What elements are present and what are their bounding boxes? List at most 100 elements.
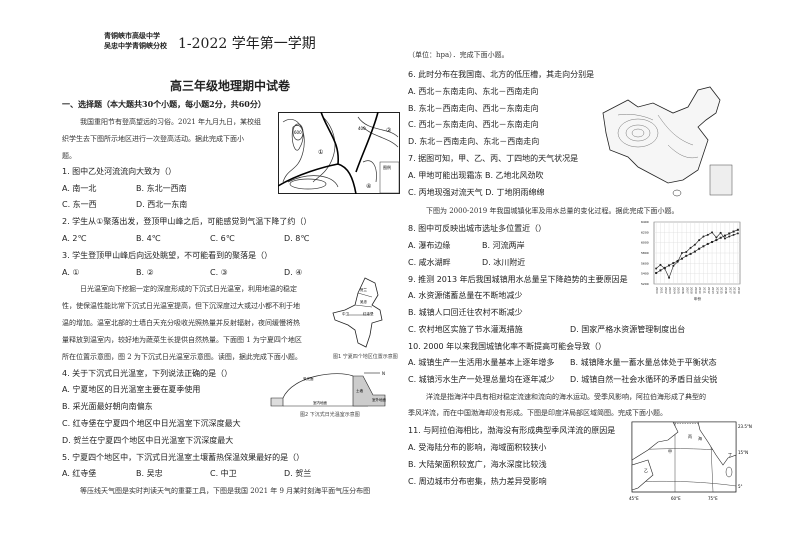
data-point bbox=[672, 262, 675, 265]
passage-text: 洋流是指海洋中具有相对稳定流速和流向的海水运动。受季风影响，阿拉伯海形成了典型的 bbox=[426, 393, 706, 401]
answer-option: C. 咸水湖畔 bbox=[408, 258, 451, 267]
settlement-2-label: ② bbox=[386, 127, 392, 134]
school-name-2: 吴忠中学青铜峡分校 bbox=[104, 42, 167, 50]
data-point bbox=[680, 257, 683, 260]
x-tick-label: 2016 bbox=[724, 287, 728, 294]
data-point bbox=[685, 250, 688, 253]
question-stem: 2. 学生从①聚落出发，登顶甲山峰之后，可能感觉到气温下降了约（） bbox=[62, 217, 312, 226]
section-heading: 一、选择题（本大题共30个小题，每小题2分，共60分） bbox=[62, 99, 266, 109]
answer-option: D. 东北－西南走向、东北－西南走向 bbox=[408, 137, 540, 146]
data-point bbox=[702, 235, 705, 238]
answer-option: B. ② bbox=[136, 268, 154, 277]
question-stem: 1. 图中乙处河流流向大致为（） bbox=[62, 167, 177, 176]
data-point bbox=[732, 230, 735, 233]
data-point bbox=[715, 239, 718, 242]
figure2-caption: 图2 下沉式日光温室示意图 bbox=[300, 412, 360, 418]
answer-option: C. 西北－东南走向、西北－东南走向 bbox=[408, 120, 539, 129]
answer-option: D. 8℃ bbox=[284, 234, 310, 243]
answer-option: A. 甲地可能出现霜冻 B. 乙地北风劲吹 bbox=[408, 171, 544, 180]
question-stem: 11. 与阿拉伯海相比，渤海没有形成典型季风洋流的原因是 bbox=[408, 426, 616, 435]
data-point bbox=[736, 228, 739, 231]
answer-option: C. 丙地现强对流天气 D. 丁地阴雨绵绵 bbox=[408, 188, 545, 197]
lon-label: 75°E bbox=[708, 496, 718, 501]
north-label: N bbox=[382, 371, 385, 376]
data-point bbox=[723, 237, 726, 240]
x-tick-label: 2006 bbox=[681, 287, 685, 294]
answer-option: D. ④ bbox=[284, 268, 303, 277]
answer-option: B. 城镇人口回迁往农村不断减少 bbox=[408, 308, 523, 317]
label-outdoor-ground: 室外地面 bbox=[372, 397, 386, 402]
label-hongsibao: 红寺堡 bbox=[363, 311, 374, 316]
ningxia-map-figure: 贺兰 吴忠 中卫 红寺堡 bbox=[332, 277, 383, 348]
data-point bbox=[711, 241, 714, 244]
settlement-1-label: ① bbox=[318, 149, 323, 156]
x-tick-label: 2004 bbox=[672, 287, 676, 294]
answer-option: A. ① bbox=[62, 268, 80, 277]
x-tick-label: 2003 bbox=[668, 287, 672, 294]
answer-option: C. 周边城市分布密集，热力差异受影响 bbox=[408, 477, 547, 486]
data-point bbox=[728, 235, 731, 238]
answer-option: D. 冰川附近 bbox=[482, 258, 526, 267]
data-point bbox=[685, 254, 688, 257]
contour-label: 400 bbox=[358, 126, 366, 131]
label-yi: 乙 bbox=[644, 467, 648, 473]
data-point bbox=[711, 231, 714, 234]
label-wuzhong: 吴忠 bbox=[360, 300, 368, 304]
answer-option: C. ③ bbox=[210, 268, 228, 277]
passage-text: 等压线天气图是实时判读天气的重要工具，下图是我国 2021 年 9 月某时刻海平… bbox=[80, 487, 371, 495]
data-point bbox=[702, 245, 705, 248]
data-point bbox=[728, 232, 731, 235]
answer-option: D. 城镇自然一社会水循环的矛盾日益尖锐 bbox=[570, 375, 718, 384]
data-point bbox=[693, 250, 696, 253]
lat-label: 23.5°N bbox=[738, 424, 752, 429]
contour-map-figure: 图例 ① ② ④ 600 400 bbox=[278, 112, 400, 194]
data-point bbox=[706, 233, 709, 236]
y-tick-label: 5400 bbox=[641, 272, 649, 276]
answer-option: B. 采光面最好朝向南偏东 bbox=[62, 402, 153, 411]
label-helan: 贺兰 bbox=[360, 287, 368, 292]
passage-text: 题。 bbox=[62, 152, 76, 160]
answer-option: B. 河流两岸 bbox=[482, 241, 525, 250]
contour-label: 600 bbox=[294, 130, 302, 135]
answer-option: A. 瀑布边缘 bbox=[408, 241, 451, 250]
y-tick-label: 6200 bbox=[641, 230, 649, 234]
figure1-caption: 图1 宁夏四个地区位置示意图 bbox=[333, 354, 398, 360]
passage-text: 性，使保温性能比常下沉式日光温室提高，但下沉深度过大或过小都不利于地 bbox=[62, 302, 300, 310]
x-tick-label: 2009 bbox=[694, 287, 698, 294]
label-light-surface: 采光面 bbox=[303, 376, 314, 381]
page-title: 高三年级地理期中试卷 bbox=[170, 79, 291, 93]
label-jia: 甲 bbox=[668, 449, 672, 454]
data-point bbox=[672, 264, 675, 267]
question-stem: 9. 推测 2013 年后我国城镇用水总量呈下降趋势的主要原因是 bbox=[408, 275, 628, 284]
label-ding: 丁 bbox=[728, 452, 732, 457]
x-tick-label: 2014 bbox=[715, 287, 719, 294]
data-point bbox=[689, 252, 692, 255]
answer-option: B. 大陆架面积较宽广，海水深度比较浅 bbox=[408, 460, 547, 469]
y-tick-label: 5200 bbox=[641, 282, 649, 286]
answer-option: A. 2℃ bbox=[62, 234, 87, 243]
answer-option: A. 红寺堡 bbox=[62, 469, 97, 478]
question-stem: 7. 据图可知，甲、乙、丙、丁四地的天气状况是 bbox=[408, 154, 579, 163]
answer-option: A. 西北－东南走向、东北－西南走向 bbox=[408, 87, 539, 96]
passage-text: 日光温室向下挖掘一定的深度形成的下沉式日光温室，利用地温的稳定 bbox=[80, 285, 297, 293]
label-indoor-ground: 室内地面 bbox=[313, 400, 327, 405]
answer-option: B. 城镇降水量一蓄水量总体处于平衡状态 bbox=[570, 358, 717, 367]
answer-option: A. 宁夏地区的日光温室主要在夏季使用 bbox=[62, 385, 201, 394]
answer-option: C. 中卫 bbox=[210, 469, 237, 478]
label-earth-wall: 土墙 bbox=[356, 388, 364, 393]
x-tick-label: 2015 bbox=[720, 287, 724, 294]
data-point bbox=[736, 232, 739, 235]
passage-text: 温的增加。温室北部的土墙白天充分吸收光照热量并反射辐射，夜间缓慢将热 bbox=[62, 319, 300, 327]
x-tick-label: 2002 bbox=[664, 287, 668, 294]
passage-text: 所在位置示意图，图 2 为下沉式日光温室示意图。读图，据此完成下面小题。 bbox=[62, 353, 302, 361]
data-point bbox=[698, 239, 701, 242]
answer-option: C. 农村地区实施了节水灌溉措施 bbox=[408, 325, 523, 334]
answer-option: C. 东一西 bbox=[62, 200, 97, 209]
data-point bbox=[689, 246, 692, 249]
data-point bbox=[719, 236, 722, 239]
legend-title: 图例 bbox=[383, 164, 391, 170]
greenhouse-figure: N 采光面 室内地面 土墙 室外地面 bbox=[270, 371, 386, 407]
question-stem: 4. 关于下沉式日光温室，下列说法正确的是（） bbox=[62, 369, 233, 378]
answer-option: D. 国家严格水资源管理制度出台 bbox=[570, 325, 686, 334]
